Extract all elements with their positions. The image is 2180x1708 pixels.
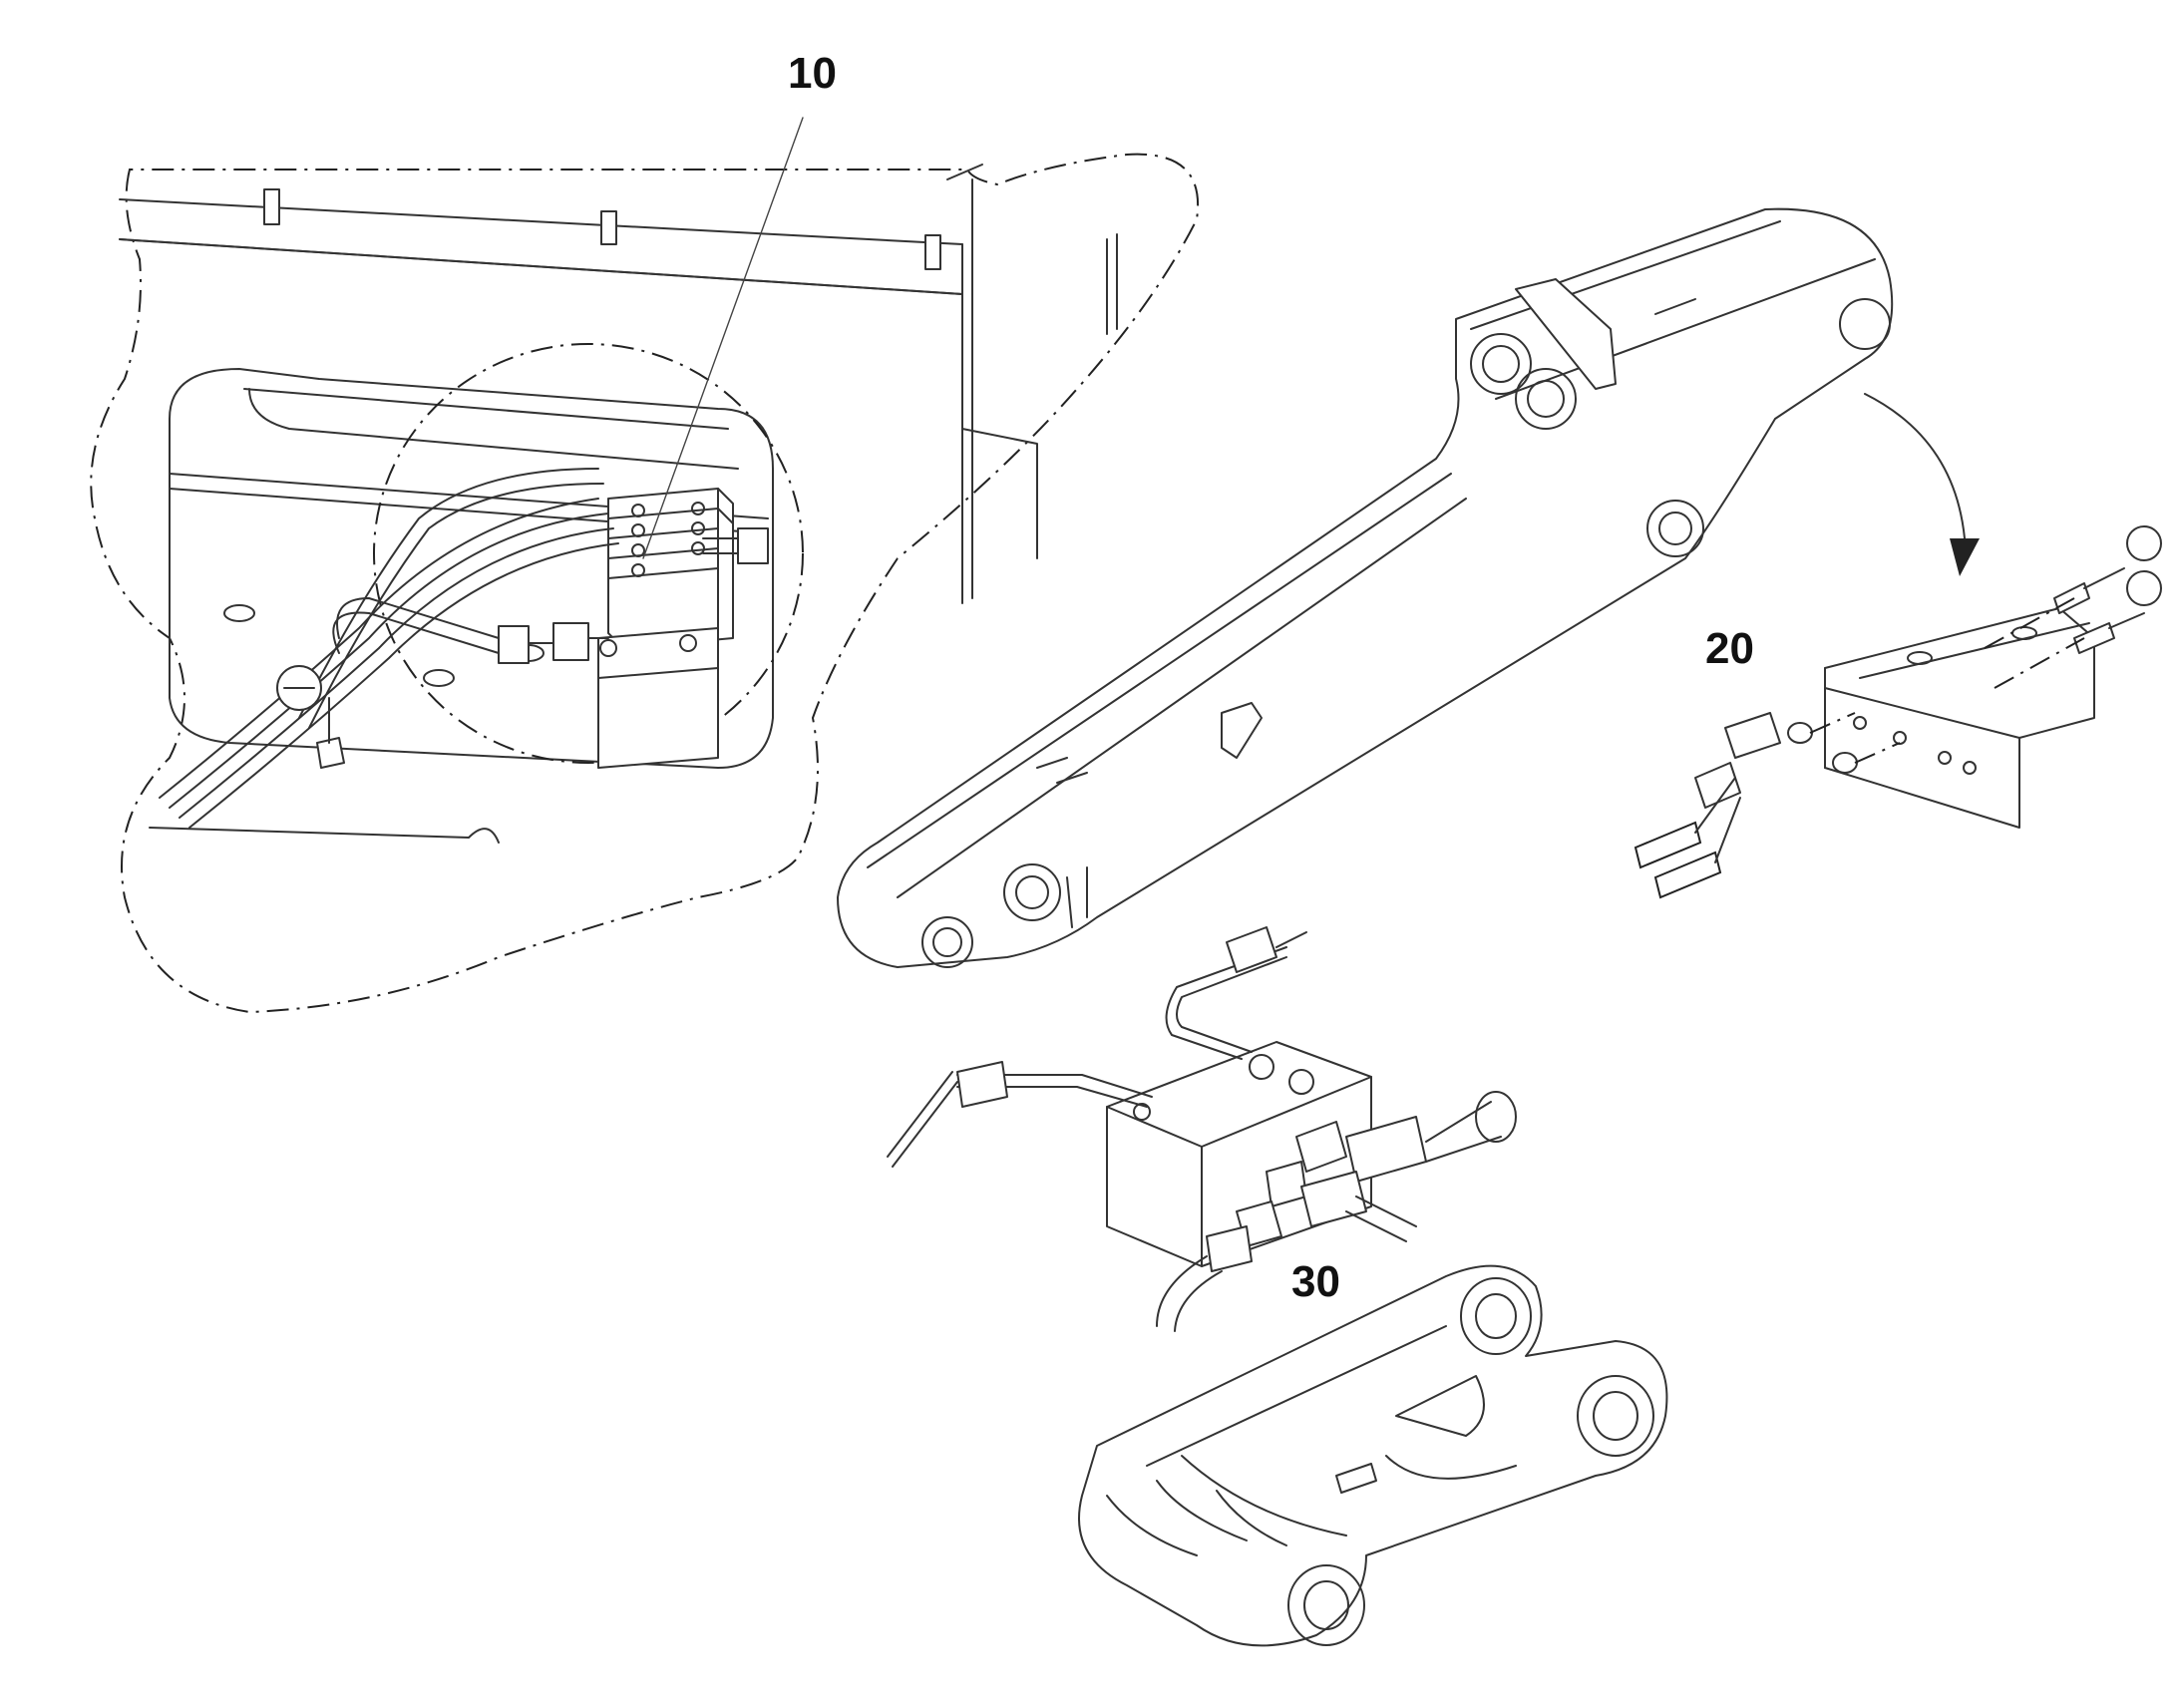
linkage-frame	[1078, 1264, 1668, 1647]
diverter-block-item-30	[887, 926, 1517, 1332]
zoom-circle	[373, 343, 804, 764]
boom-arm	[837, 207, 1894, 968]
callout-30: 30	[1291, 1257, 1340, 1306]
callout-10: 10	[788, 49, 837, 98]
leader-line-10	[642, 117, 804, 559]
valve-block-item-10	[597, 488, 734, 769]
bracket-assembly-item-20	[1634, 525, 2162, 899]
callout-20: 20	[1705, 624, 1754, 673]
detail-view-cab-interior	[90, 117, 1200, 1014]
direction-arrow	[1864, 393, 1980, 576]
detail-boundary	[90, 153, 1200, 1014]
cab-frame	[119, 164, 1118, 604]
hose-bundle	[159, 468, 769, 829]
